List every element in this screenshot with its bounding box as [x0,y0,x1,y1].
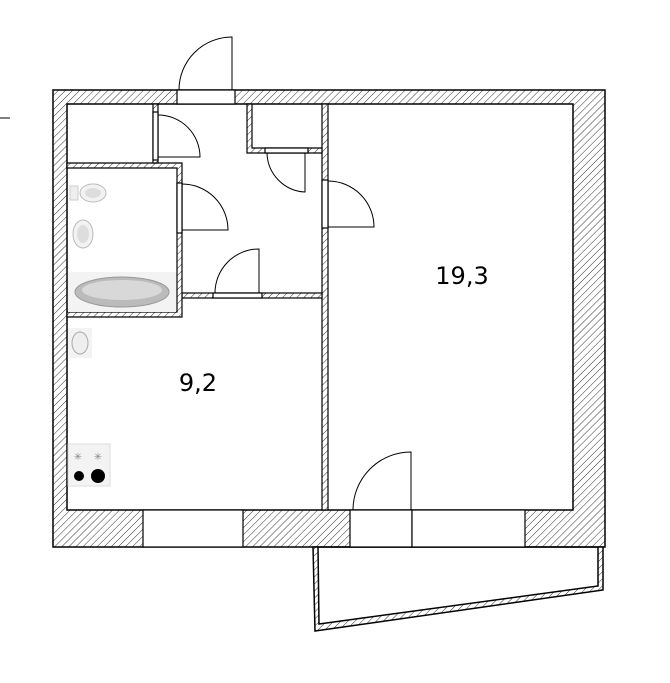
entrance-door-opening[interactable] [176,89,236,105]
closet-door-opening[interactable] [152,111,159,161]
living-door-swing [327,180,375,228]
exterior-walls [52,89,606,548]
kitchen-sink-icon [68,328,92,358]
bathtub-icon [68,272,176,312]
svg-text:✳: ✳ [94,452,102,463]
kitchen-window [142,509,244,548]
closet-right-door-opening[interactable] [264,147,309,154]
closet-door-swing [157,114,201,158]
closet-right-door-swing [266,152,306,193]
bathroom-sink-icon [72,219,94,249]
kitchen-door-swing [214,248,260,294]
kitchen-door-opening[interactable] [212,292,263,299]
closet-wall-right [246,103,323,154]
toilet-icon [69,183,107,203]
balcony [312,546,604,632]
living-room-area-label: 19,3 [435,262,488,290]
bathroom-door-swing [181,183,229,231]
partition-wall-living [321,103,329,511]
living-door-opening[interactable] [321,179,329,229]
stove-icon: ✳ ✳ [67,443,111,487]
living-window [411,509,526,548]
entrance-door-swing [178,36,233,91]
svg-text:✳: ✳ [74,452,82,463]
balcony-door[interactable] [349,509,413,548]
balcony-door-swing [352,451,412,511]
bathroom-door-opening[interactable] [176,182,183,234]
kitchen-area-label: 9,2 [179,369,217,397]
